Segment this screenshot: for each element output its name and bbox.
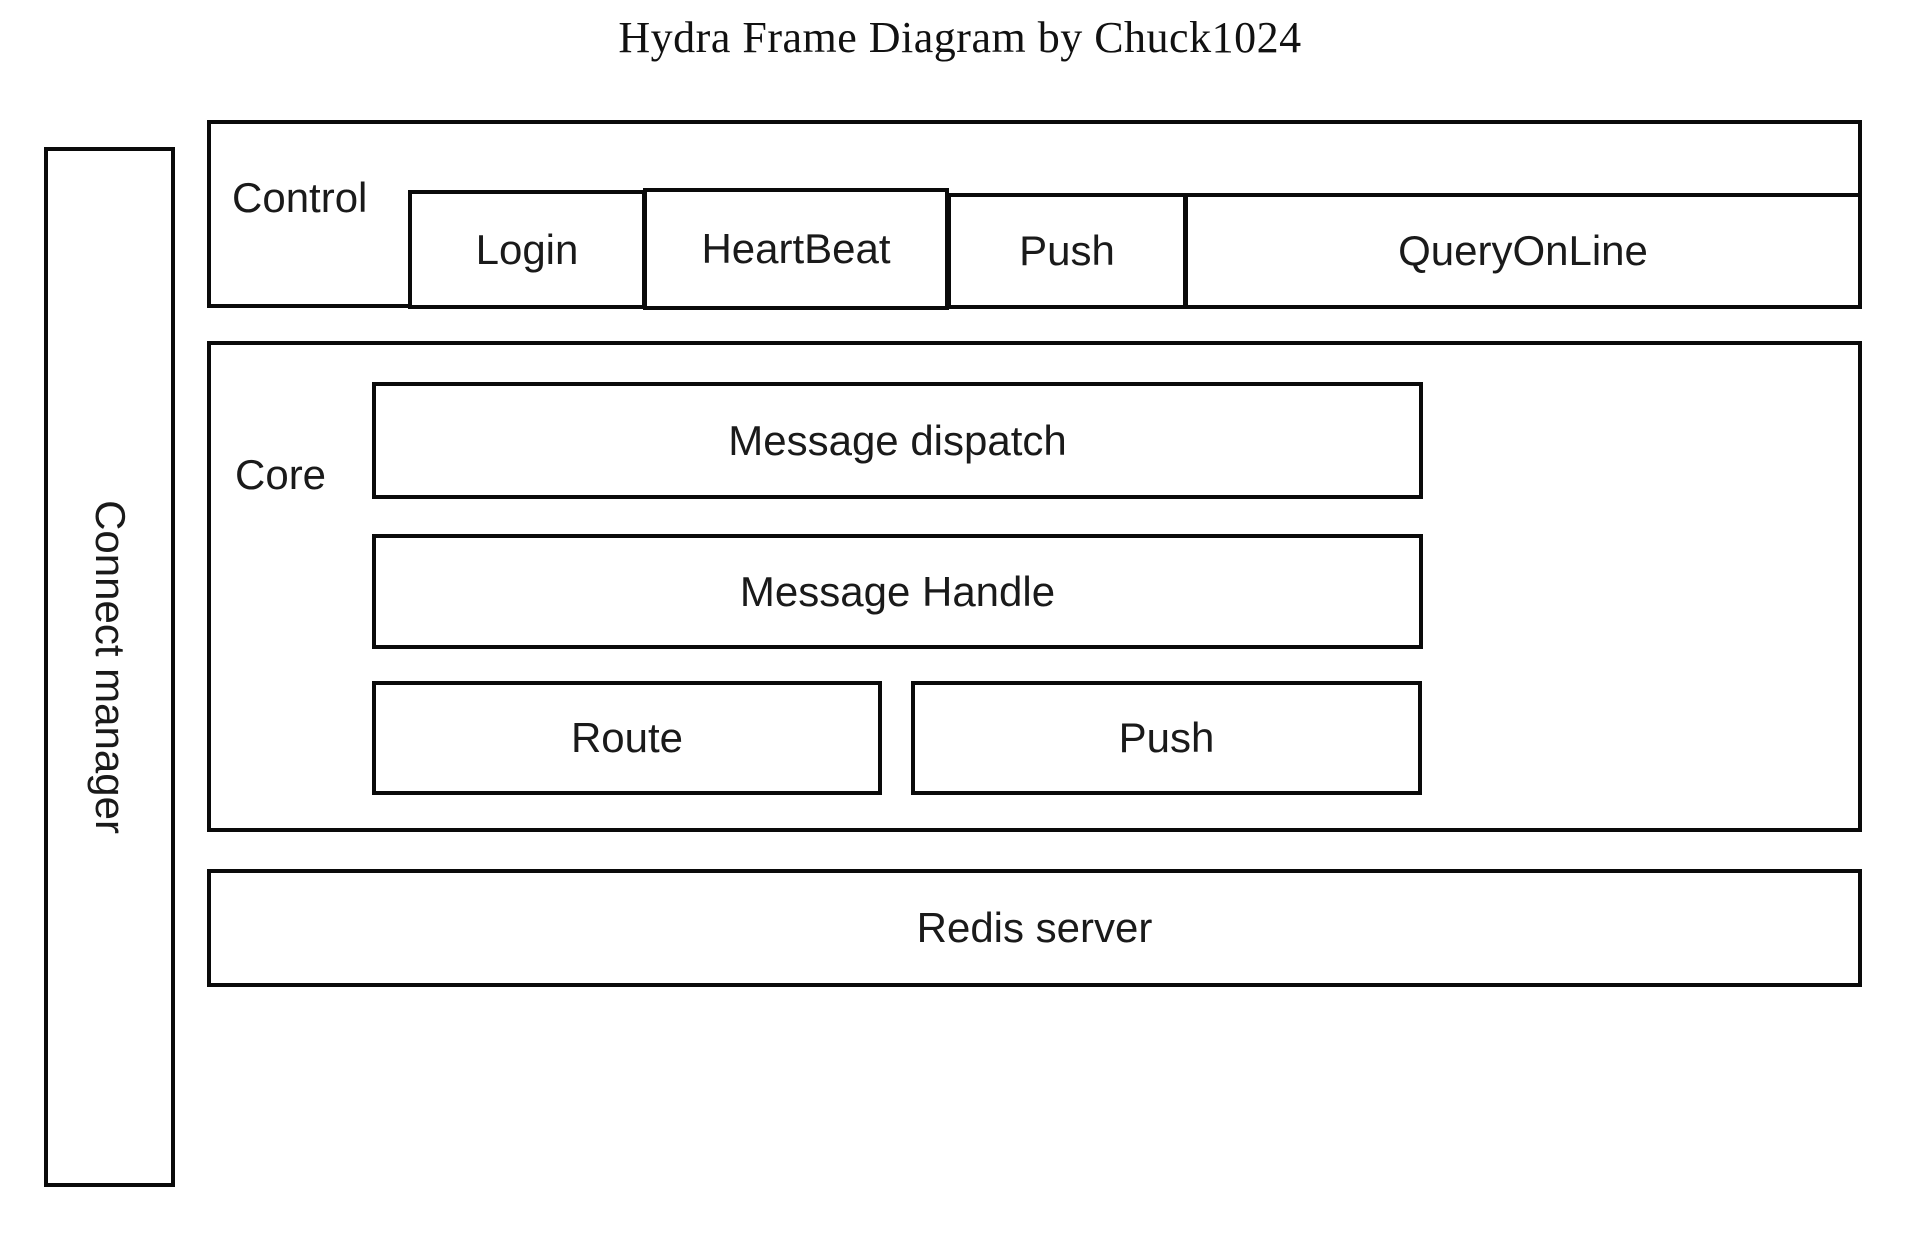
diagram-title: Hydra Frame Diagram by Chuck1024 bbox=[618, 13, 1302, 62]
control-item-push-box[interactable] bbox=[947, 193, 1187, 309]
connect-manager-box[interactable] bbox=[44, 147, 175, 1187]
core-item-push-box[interactable] bbox=[911, 681, 1422, 795]
core-item-route-box[interactable] bbox=[372, 681, 882, 795]
core-item-message-dispatch-label: Message dispatch bbox=[728, 416, 1067, 464]
core-item-message-handle-box[interactable] bbox=[372, 534, 1423, 649]
core-group-label: Core bbox=[235, 451, 327, 498]
control-item-queryonline-label: QueryOnLine bbox=[1398, 227, 1648, 274]
control-item-login-label: Login bbox=[475, 225, 579, 273]
core-item-message-dispatch-box[interactable] bbox=[372, 382, 1423, 499]
control-item-login-box[interactable] bbox=[408, 190, 646, 309]
connect-manager-label-wrapper: Connect manager bbox=[44, 147, 175, 1187]
control-item-push-label: Push bbox=[1019, 227, 1115, 274]
core-item-route-label: Route bbox=[570, 714, 684, 761]
core-item-message-handle-label: Message Handle bbox=[739, 567, 1056, 615]
control-item-heartbeat-label: HeartBeat bbox=[701, 225, 891, 272]
redis-server-label: Redis server bbox=[916, 904, 1153, 951]
control-item-queryonline-box[interactable] bbox=[1184, 193, 1862, 309]
connect-manager-label: Connect manager bbox=[86, 500, 134, 834]
core-item-push-label: Push bbox=[1118, 714, 1215, 761]
control-group-label: Control bbox=[232, 174, 368, 221]
redis-server-box[interactable] bbox=[207, 869, 1862, 987]
